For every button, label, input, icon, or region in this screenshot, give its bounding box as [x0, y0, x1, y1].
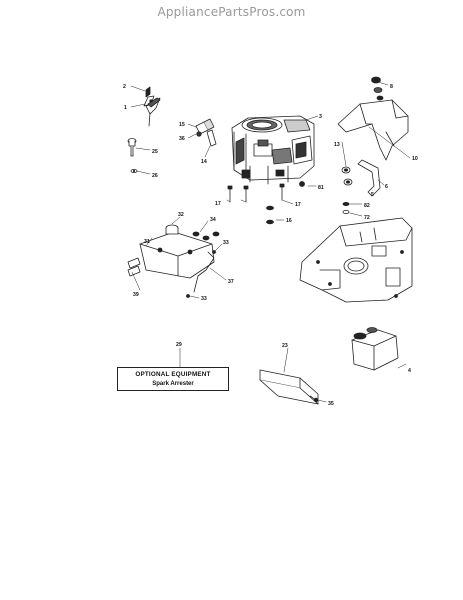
callout-72: 72: [364, 215, 370, 221]
part-mounting-plate: [299, 217, 413, 303]
callout-4: 4: [408, 368, 411, 374]
callout-15: 15: [179, 122, 185, 128]
callout-26: 26: [152, 173, 158, 179]
callout-3: 3: [319, 114, 322, 120]
callout-36: 36: [179, 136, 185, 142]
callout-31: 31: [144, 239, 150, 245]
callout-17-left: 17: [215, 201, 221, 207]
part-throttle-bracket: [143, 86, 161, 127]
callout-13: 13: [334, 142, 340, 148]
callout-17-right: 17: [295, 202, 301, 208]
callout-37: 37: [228, 279, 234, 285]
part-washers-16: [266, 205, 274, 225]
callout-8: 8: [390, 84, 393, 90]
callout-39: 39: [133, 292, 139, 298]
part-bracket-31: [139, 231, 215, 279]
callout-5: 5: [371, 192, 374, 198]
site-watermark: AppliancePartsPros.com: [157, 5, 306, 19]
part-nut-81: [299, 181, 305, 187]
callout-29: 29: [176, 342, 182, 348]
callout-6: 6: [385, 184, 388, 190]
callout-16: 16: [286, 218, 292, 224]
part-fitting-15: [195, 118, 217, 147]
callout-32: 32: [178, 212, 184, 218]
callout-33-top: 33: [223, 240, 229, 246]
part-muffler: [351, 327, 399, 371]
part-cable-37: [193, 251, 215, 293]
callout-1: 1: [124, 105, 127, 111]
callout-34: 34: [210, 217, 216, 223]
optional-equipment-title: OPTIONAL EQUIPMENT: [135, 371, 211, 378]
part-cap-32: [165, 224, 179, 235]
part-nut-82: [342, 201, 350, 214]
part-engine: [231, 115, 315, 185]
part-gaskets-13: [341, 166, 353, 186]
callout-10: 10: [412, 156, 418, 162]
part-bolt-25: [127, 138, 137, 157]
callout-14: 14: [201, 159, 207, 165]
callout-81: 81: [318, 185, 324, 191]
callout-25: 25: [152, 149, 158, 155]
part-spring-39: [127, 257, 141, 277]
spark-arrester-label: Spark Arrester: [152, 381, 194, 387]
part-screw-35: [309, 395, 319, 403]
part-exhaust-pipe: [357, 159, 381, 197]
optional-equipment-box: OPTIONAL EQUIPMENT Spark Arrester: [117, 367, 229, 391]
part-bolts-17: [227, 183, 285, 203]
part-stud-6: [371, 76, 384, 101]
callout-35: 35: [328, 401, 334, 407]
part-washer-26: [130, 168, 138, 173]
callout-2: 2: [123, 84, 126, 90]
leader-lines: [130, 80, 411, 403]
callout-33-bottom: 33: [201, 296, 207, 302]
part-nuts-34: [192, 231, 220, 241]
callout-23: 23: [282, 343, 288, 349]
callout-82: 82: [364, 203, 370, 209]
part-heat-shield: [337, 99, 409, 161]
part-spark-arrester: [259, 369, 319, 405]
